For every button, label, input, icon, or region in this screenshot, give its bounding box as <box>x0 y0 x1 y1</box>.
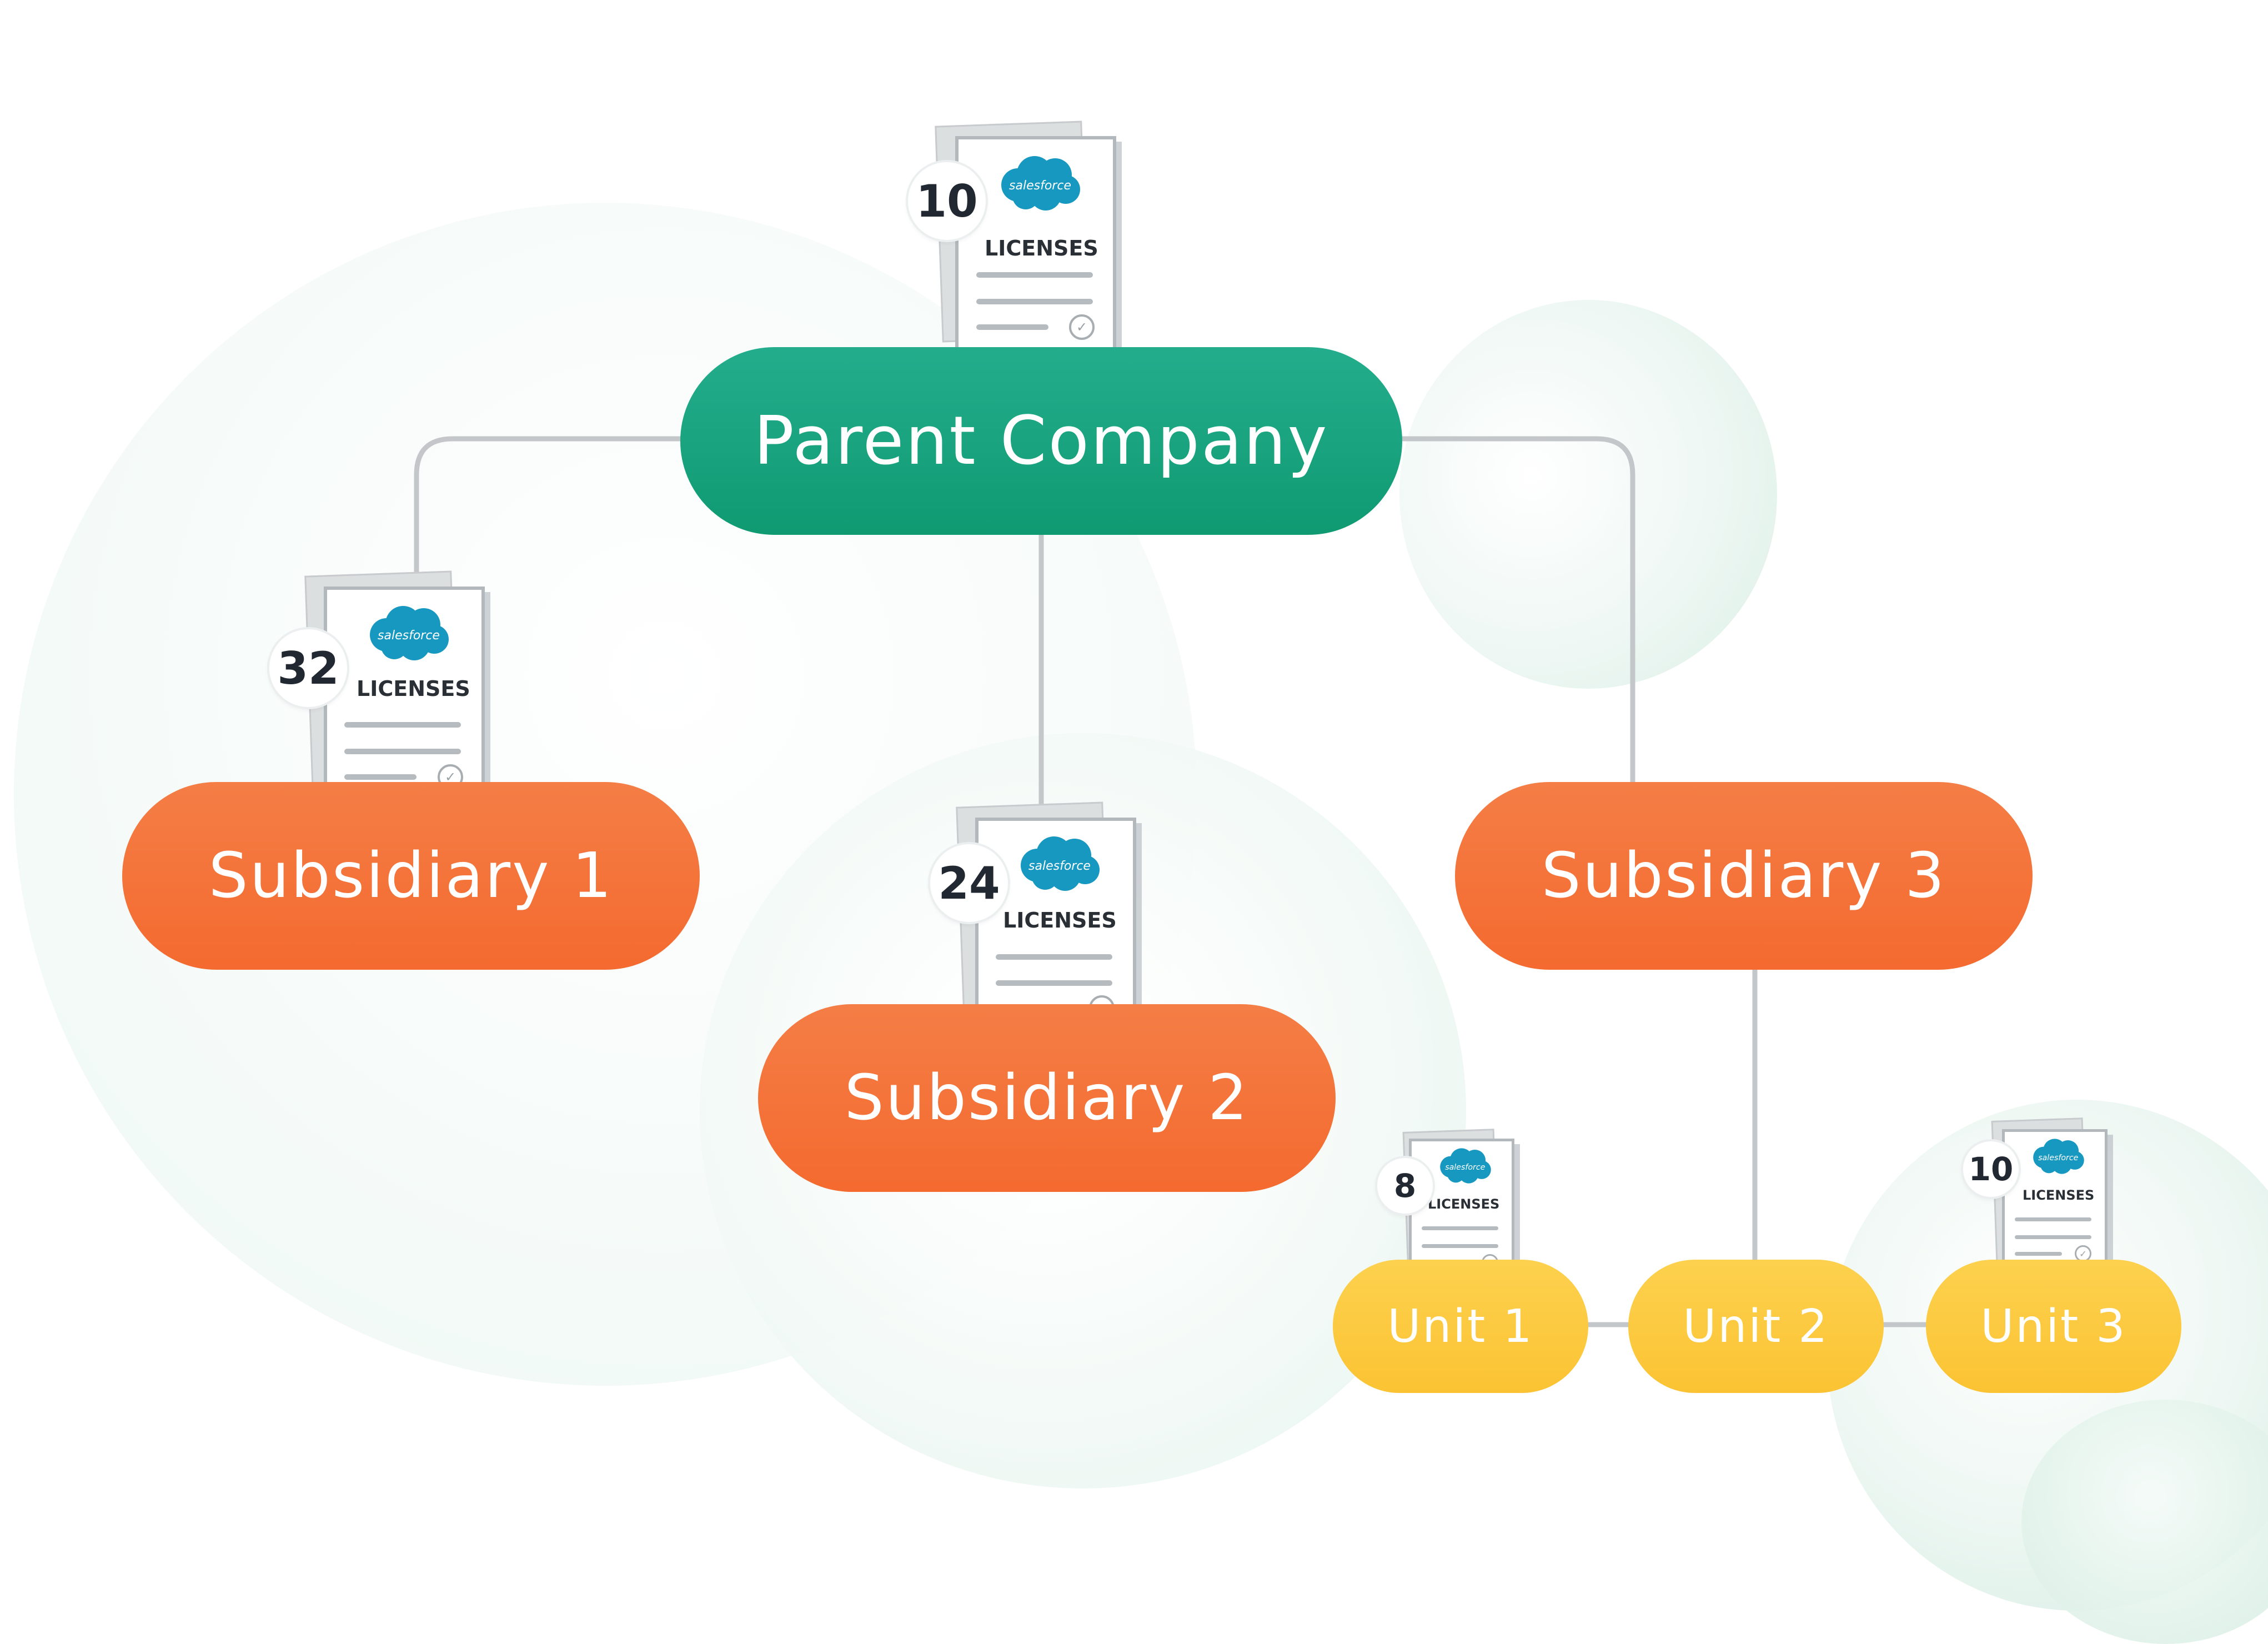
licenses-label: LICENSES <box>1428 1196 1500 1212</box>
salesforce-cloud-icon: salesforce <box>365 603 451 664</box>
salesforce-cloud-icon: salesforce <box>1437 1146 1493 1186</box>
svg-text:salesforce: salesforce <box>378 629 440 643</box>
svg-text:salesforce: salesforce <box>2038 1154 2078 1162</box>
license-count-badge: 24 <box>930 844 1008 922</box>
salesforce-cloud-icon: salesforce <box>997 153 1083 214</box>
check-icon: ✓ <box>1069 314 1095 340</box>
node-parent-company[interactable]: Parent Company <box>680 347 1402 535</box>
licenses-label: LICENSES <box>2023 1187 2095 1203</box>
background-blob <box>1399 300 1777 689</box>
connector-parent-subsidiary1 <box>414 436 686 786</box>
svg-text:salesforce: salesforce <box>1028 859 1091 873</box>
node-subsidiary-2[interactable]: Subsidiary 2 <box>758 1004 1336 1192</box>
connector-parent-subsidiary3 <box>1397 436 1635 786</box>
licenses-label: LICENSES <box>1003 908 1117 933</box>
license-count-badge: 10 <box>908 162 986 240</box>
licenses-label: LICENSES <box>357 676 470 701</box>
license-count-badge: 32 <box>269 629 347 707</box>
node-unit-1[interactable]: Unit 1 <box>1333 1260 1588 1393</box>
salesforce-cloud-icon: salesforce <box>2030 1136 2086 1176</box>
node-unit-2[interactable]: Unit 2 <box>1628 1260 1884 1393</box>
svg-text:salesforce: salesforce <box>1009 179 1071 193</box>
licenses-label: LICENSES <box>985 236 1098 260</box>
node-unit-3[interactable]: Unit 3 <box>1926 1260 2181 1393</box>
salesforce-cloud-icon: salesforce <box>1016 833 1102 894</box>
node-subsidiary-3[interactable]: Subsidiary 3 <box>1455 782 2033 970</box>
license-count-badge: 10 <box>1963 1141 2019 1197</box>
license-count-badge: 8 <box>1377 1158 1433 1214</box>
background-blob <box>2021 1400 2268 1644</box>
node-subsidiary-1[interactable]: Subsidiary 1 <box>122 782 700 970</box>
svg-text:salesforce: salesforce <box>1445 1163 1485 1172</box>
